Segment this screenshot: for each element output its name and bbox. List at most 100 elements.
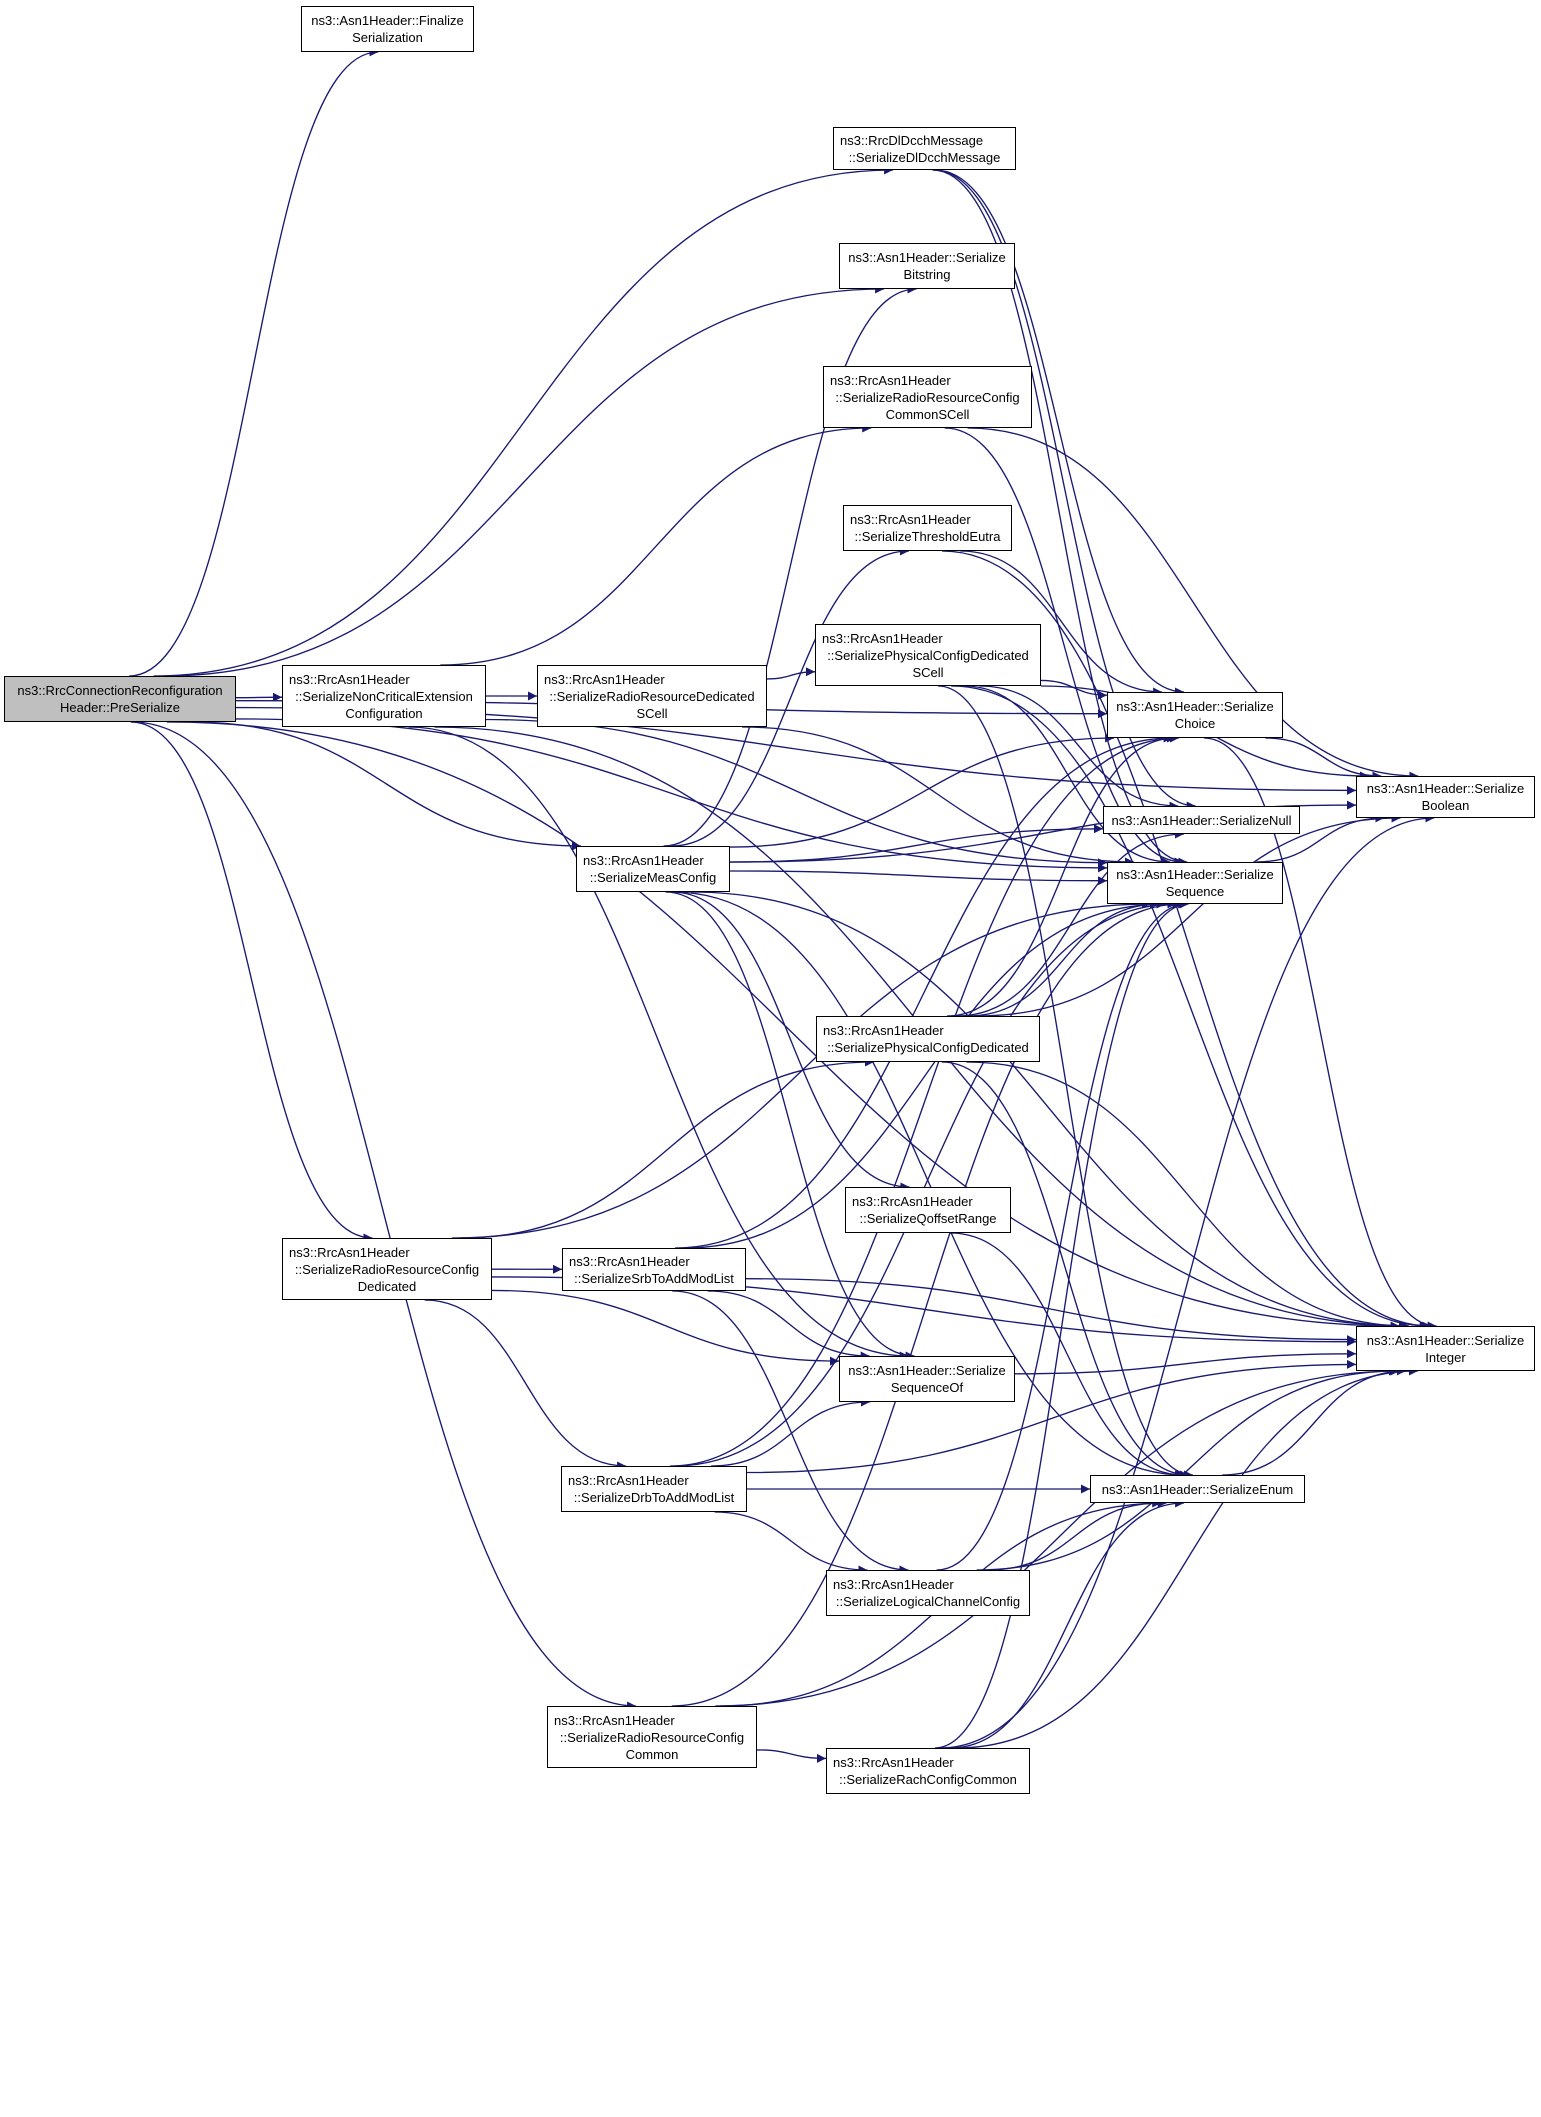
- edge-threshold-to-choice: [960, 550, 1163, 697]
- edge-noncritical-to-sequenceof: [408, 726, 909, 1361]
- node-label-line: ns3::RrcAsn1Header: [554, 1712, 675, 1728]
- node-label-line: ns3::RrcAsn1Header: [568, 1473, 689, 1488]
- edge-rrcded-to-sequenceof: [491, 1289, 840, 1366]
- node-serialize-physical-config-dedicated-scell[interactable]: ns3::RrcAsn1Header ::SerializePhysicalCo…: [815, 624, 1041, 686]
- edge-rrcded-to-drb: [424, 1299, 627, 1471]
- edge-choice-to-boolean: [1265, 737, 1382, 781]
- edge-drb-to-sequenceof: [711, 1397, 870, 1467]
- edge-physdedscell-to-null: [979, 685, 1179, 811]
- node-label-line: ::SerializeRadioResourceConfig: [559, 1729, 745, 1745]
- edge-physdedscell-to-integer: [951, 685, 1429, 1331]
- node-label-line: ns3::RrcAsn1Header: [822, 630, 943, 646]
- node-serialize-integer[interactable]: ns3::Asn1Header::Serialize Integer: [1356, 1326, 1535, 1371]
- edge-physded-to-enum: [941, 1061, 1190, 1480]
- node-label-line: ns3::RrcDlDcchMessage: [840, 132, 984, 148]
- node-serialize-enum[interactable]: ns3::Asn1Header::SerializeEnum: [1090, 1475, 1305, 1503]
- node-label-line: ns3::Asn1Header::Serialize: [1366, 1332, 1525, 1348]
- node-label-line: ::SerializeDrbToAddModList: [573, 1490, 735, 1505]
- node-label-line: ns3::RrcConnectionReconfiguration: [17, 683, 223, 698]
- node-label-line: ns3::RrcAsn1Header: [289, 671, 410, 687]
- node-serialize-radio-resource-dedicated-scell[interactable]: ns3::RrcAsn1Header ::SerializeRadioResou…: [537, 665, 767, 727]
- node-serialize-boolean[interactable]: ns3::Asn1Header::Serialize Boolean: [1356, 776, 1535, 818]
- node-serialize-choice[interactable]: ns3::Asn1Header::Serialize Choice: [1107, 692, 1283, 738]
- edge-rach-to-enum: [949, 1498, 1185, 1749]
- node-root-preserialize[interactable]: ns3::RrcConnectionReconfiguration Header…: [4, 676, 236, 722]
- edge-root-to-bitstring: [162, 284, 885, 677]
- edge-measconfig-to-integer: [690, 891, 1409, 1331]
- node-serialize-radio-resource-config-common[interactable]: ns3::RrcAsn1Header ::SerializeRadioResou…: [547, 1706, 757, 1768]
- node-label-line: Bitstring: [903, 267, 951, 282]
- edge-physded-to-choice: [946, 733, 1177, 1017]
- edge-root-to-integer: [166, 721, 1400, 1331]
- edge-measconfig-to-null: [729, 824, 1104, 863]
- node-label-line: ::SerializeRadioResourceConfig: [294, 1261, 480, 1277]
- node-label-line: Common: [625, 1746, 679, 1762]
- node-serialize-physical-config-dedicated[interactable]: ns3::RrcAsn1Header ::SerializePhysicalCo…: [816, 1016, 1040, 1062]
- node-label-line: Choice: [1174, 716, 1216, 731]
- edge-physdedscell-to-sequence: [964, 685, 1171, 867]
- node-label-line: ns3::Asn1Header::Serialize: [848, 1363, 1006, 1378]
- node-label-line: Dedicated: [357, 1278, 417, 1294]
- node-label-line: SCell: [636, 705, 668, 721]
- node-serialize-threshold-eutra[interactable]: ns3::RrcAsn1Header ::SerializeThresholdE…: [843, 505, 1012, 551]
- node-label-line: ns3::Asn1Header::SerializeNull: [1111, 812, 1292, 828]
- edge-rrccommon-to-sequence: [671, 899, 1182, 1707]
- edge-measconfig-to-sequenceof: [665, 891, 915, 1361]
- node-serialize-radio-resource-config-dedicated[interactable]: ns3::RrcAsn1Header ::SerializeRadioResou…: [282, 1238, 492, 1300]
- edge-rrcded-to-sequence: [451, 899, 1152, 1239]
- edge-noncritical-to-sequence: [485, 718, 1108, 868]
- node-label-line: Sequence: [1165, 884, 1225, 899]
- node-serialize-bitstring[interactable]: ns3::Asn1Header::Serialize Bitstring: [839, 243, 1015, 289]
- edge-root-to-finalize: [129, 47, 379, 677]
- node-serialize-noncritical-extension[interactable]: ns3::RrcAsn1Header ::SerializeNonCritica…: [282, 665, 486, 727]
- edge-srb-to-sequenceof: [707, 1290, 870, 1361]
- node-serialize-sequence[interactable]: ns3::Asn1Header::Serialize Sequence: [1107, 862, 1283, 904]
- edge-measconfig-to-choice: [729, 733, 1115, 848]
- node-serialize-rach-config-common[interactable]: ns3::RrcAsn1Header ::SerializeRachConfig…: [826, 1748, 1030, 1794]
- node-label-line: ns3::RrcAsn1Header: [850, 512, 971, 527]
- node-label-line: ns3::RrcAsn1Header: [852, 1194, 973, 1209]
- node-serialize-sequenceof[interactable]: ns3::Asn1Header::Serialize SequenceOf: [839, 1356, 1015, 1402]
- edge-logical-to-integer: [976, 1366, 1398, 1571]
- edge-srb-to-integer: [745, 1278, 1357, 1345]
- node-label-line: ::SerializePhysicalConfigDedicated: [827, 647, 1029, 663]
- node-serialize-srb-to-add-mod-list[interactable]: ns3::RrcAsn1Header ::SerializeSrbToAddMo…: [562, 1248, 746, 1291]
- edge-rach-to-integer: [956, 1366, 1418, 1749]
- edge-rrccommon-to-rach: [756, 1749, 827, 1763]
- node-label-line: ns3::RrcAsn1Header: [569, 1253, 690, 1269]
- node-label-line: ::SerializeRachConfigCommon: [839, 1772, 1017, 1787]
- node-label-line: ns3::RrcAsn1Header: [583, 853, 704, 868]
- edge-measconfig-to-qoffset: [671, 891, 910, 1192]
- edge-root-to-rrccommon: [131, 721, 637, 1711]
- node-serialize-rrc-common-scell[interactable]: ns3::RrcAsn1Header ::SerializeRadioResou…: [823, 366, 1032, 428]
- node-finalize-serialization[interactable]: ns3::Asn1Header::Finalize Serialization: [301, 6, 474, 52]
- edge-measconfig-to-threshold: [671, 546, 910, 847]
- node-serialize-logical-channel-config[interactable]: ns3::RrcAsn1Header ::SerializeLogicalCha…: [826, 1570, 1030, 1616]
- edge-srb-to-sequence: [684, 899, 1166, 1249]
- node-serialize-drb-to-add-mod-list[interactable]: ns3::RrcAsn1Header ::SerializeDrbToAddMo…: [561, 1466, 747, 1512]
- edge-dldcch-to-null: [933, 169, 1196, 811]
- edge-root-to-dldcch: [153, 165, 894, 677]
- edge-root-to-sequence: [235, 718, 1108, 873]
- node-label-line: ::SerializeThresholdEutra: [854, 529, 1001, 544]
- node-serialize-dldcch-message[interactable]: ns3::RrcDlDcchMessage ::SerializeDlDcchM…: [833, 127, 1016, 170]
- edge-physdedscell-to-enum: [937, 685, 1194, 1480]
- node-label-line: ns3::Asn1Header::SerializeEnum: [1101, 1481, 1294, 1497]
- edge-measconfig-to-enum: [673, 891, 1186, 1480]
- edge-rrccommon-to-integer: [715, 1366, 1400, 1707]
- edge-logical-to-enum: [987, 1498, 1162, 1571]
- edge-logical-to-sequence: [936, 899, 1188, 1571]
- node-label-line: ns3::RrcAsn1Header: [833, 1755, 954, 1770]
- node-label-line: ::SerializeNonCriticalExtension: [295, 688, 473, 704]
- node-serialize-meas-config[interactable]: ns3::RrcAsn1Header ::SerializeMeasConfig: [576, 846, 730, 892]
- edge-root-to-rrcded: [130, 721, 373, 1243]
- edge-physded-to-sequence: [967, 899, 1160, 1017]
- edge-drb-to-integer: [746, 1359, 1357, 1474]
- node-serialize-null[interactable]: ns3::Asn1Header::SerializeNull: [1103, 806, 1300, 834]
- node-serialize-qoffset-range[interactable]: ns3::RrcAsn1Header ::SerializeQoffsetRan…: [845, 1187, 1011, 1233]
- edge-sequenceof-to-integer: [1014, 1349, 1357, 1375]
- edge-rrccommonscell-to-sequence: [944, 427, 1184, 867]
- edge-threshold-to-integer: [941, 550, 1432, 1331]
- node-label-line: SequenceOf: [890, 1380, 964, 1395]
